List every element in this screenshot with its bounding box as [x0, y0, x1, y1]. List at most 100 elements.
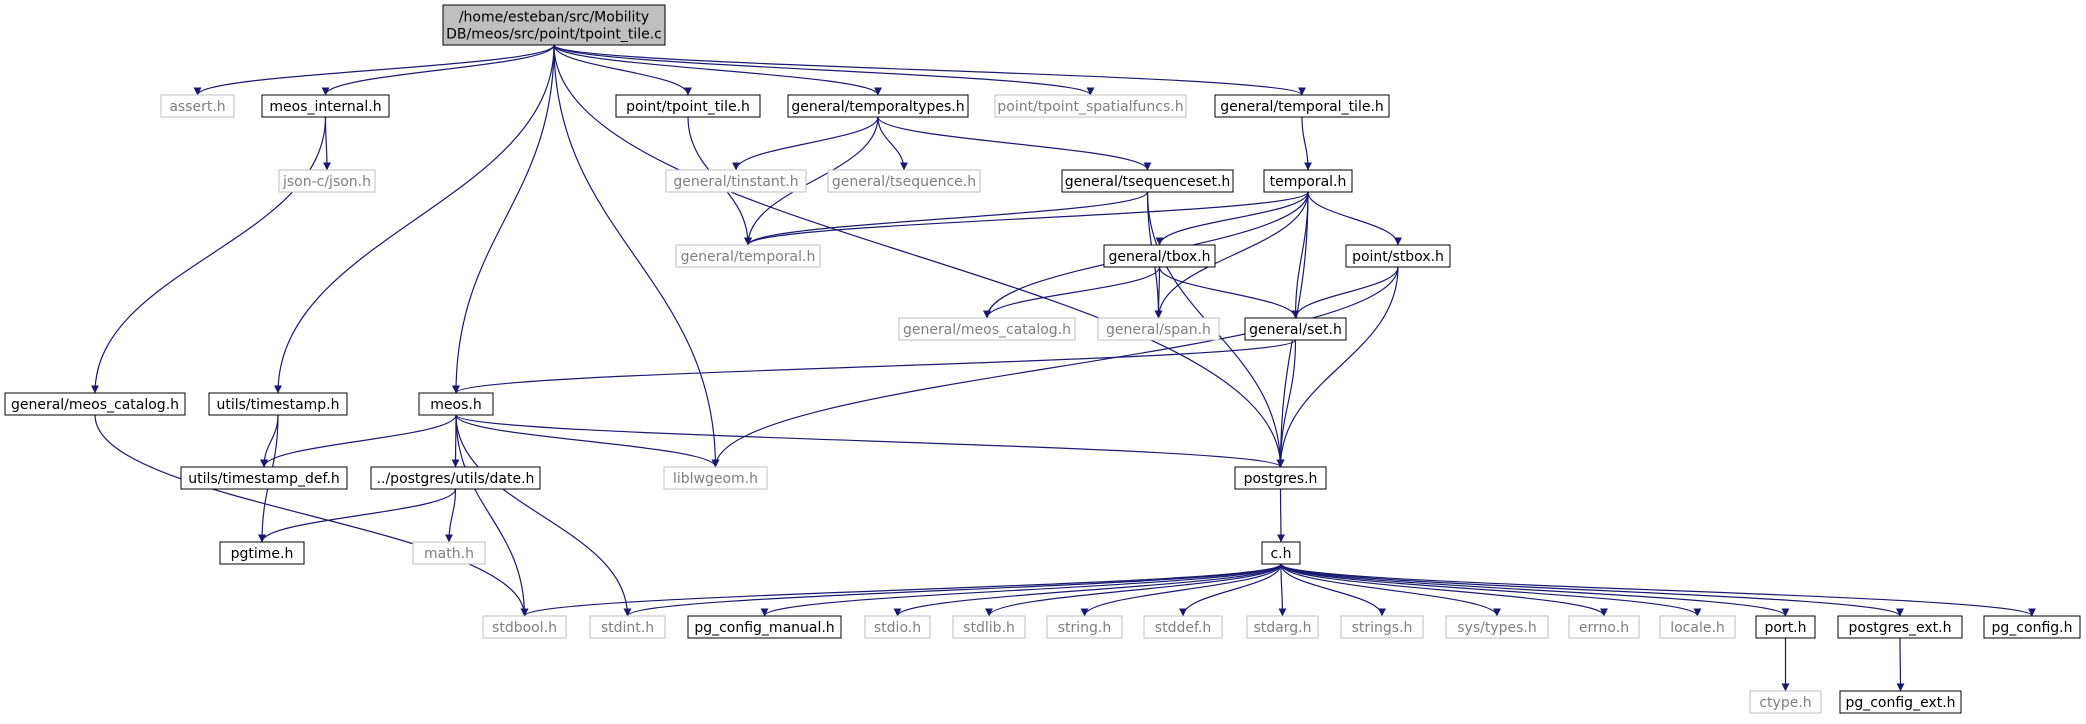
node-label: stddef.h [1155, 620, 1211, 636]
node-box [160, 94, 235, 118]
edge-postgres-ext-h-to-pg-config-ext-h [1896, 637, 1905, 692]
edge-root-to-meos-internal-h [321, 44, 555, 96]
edge-point-stbox-h-to-general-set-h [1291, 266, 1399, 319]
node-box [180, 466, 348, 490]
node-stdlib-h: stdlib.h [952, 615, 1026, 639]
edge-meos-h-to-postgres-h [455, 414, 1285, 468]
edge-c-h-to-stdlib-h [985, 563, 1282, 617]
edge-general-tbox-h-to-general-set-h [1158, 266, 1300, 319]
node-label: pgtime.h [231, 546, 294, 562]
node-box [1143, 615, 1223, 639]
node-utils-timestamp-h[interactable]: utils/timestamp.h [208, 392, 348, 416]
node-label: point/tpoint_spatialfuncs.h [997, 99, 1183, 115]
node-box [1749, 690, 1822, 714]
node-box [898, 317, 1076, 341]
node-box [1261, 541, 1301, 565]
node-box [1234, 466, 1327, 490]
node-box [675, 244, 821, 268]
node-strings-h: strings.h [1340, 615, 1424, 639]
node-general-meos-catalog-h[interactable]: general/meos_catalog.h [4, 392, 186, 416]
node-label: stdbool.h [492, 620, 557, 636]
node-box [589, 615, 666, 639]
node-label: ../postgres/utils/date.h [377, 471, 535, 487]
edge-root-to-meos-h [452, 44, 555, 394]
edge-root-to-liblwgeom-h [553, 44, 720, 468]
node-label: general/span.h [1106, 322, 1211, 338]
node-postgres-h[interactable]: postgres.h [1234, 466, 1327, 490]
node-general-set-h[interactable]: general/set.h [1244, 317, 1347, 341]
edge-c-h-to-errno-h [1280, 563, 1608, 617]
node-box [827, 169, 981, 193]
node-meos-internal-h[interactable]: meos_internal.h [261, 94, 390, 118]
edge-root-to-point-tpoint-spatialfuncs-h [553, 44, 1095, 96]
node-label: DB/meos/src/point/tpoint_tile.c [446, 27, 662, 43]
node-label: pg_config_ext.h [1845, 695, 1955, 711]
edge-temporal-h-to-general-span-h [1154, 191, 1309, 319]
edge-layer [91, 44, 2036, 692]
node-label: liblwgeom.h [673, 471, 758, 487]
node-root[interactable]: /home/esteban/src/MobilityDB/meos/src/po… [442, 4, 666, 46]
node-box [1445, 615, 1549, 639]
edge-c-h-to-string-h [1080, 563, 1282, 617]
node-label: general/tsequence.h [832, 174, 976, 190]
node-utils-timestamp-def-h[interactable]: utils/timestamp_def.h [180, 466, 348, 490]
node-postgres-ext-h[interactable]: postgres_ext.h [1837, 615, 1963, 639]
node-pgtime-h[interactable]: pgtime.h [219, 541, 305, 565]
node-assert-h: assert.h [160, 94, 235, 118]
edge-temporal-h-to-general-tbox-h [1155, 191, 1309, 246]
node-box [1755, 615, 1816, 639]
node-point-tpoint-tile-h[interactable]: point/tpoint_tile.h [615, 94, 761, 118]
edge-meos-h-to-utils-timestamp-def-h [260, 414, 457, 468]
node-label: sys/types.h [1457, 620, 1536, 636]
node-pg-config-h[interactable]: pg_config.h [1983, 615, 2081, 639]
node-box [994, 94, 1187, 118]
node-sys-types-h: sys/types.h [1445, 615, 1549, 639]
edge-general-set-h-to-meos-h [452, 339, 1297, 394]
edge-root-to-general-temporal-tile-h [553, 44, 1306, 96]
edge-c-h-to-stdbool-h [520, 563, 1282, 617]
node-box [1061, 169, 1234, 193]
node-box [1097, 317, 1220, 341]
node-pg-config-manual-h[interactable]: pg_config_manual.h [687, 615, 842, 639]
node-point-tpoint-spatialfuncs-h: point/tpoint_spatialfuncs.h [994, 94, 1187, 118]
edge-general-temporaltypes-h-to-general-tsequenceset-h [877, 116, 1152, 171]
node-temporal-h[interactable]: temporal.h [1263, 169, 1353, 193]
edge-c-h-to-stdio-h [893, 563, 1282, 617]
node-label: stdint.h [601, 620, 654, 636]
node-layer: /home/esteban/src/MobilityDB/meos/src/po… [4, 4, 2081, 714]
edge-root-to-postgres-h [553, 44, 1285, 468]
edge-general-tbox-h-to-general-meos-catalog-h-ext [983, 266, 1161, 319]
node-general-meos-catalog-h-ext: general/meos_catalog.h [898, 317, 1076, 341]
node-box [1046, 615, 1123, 639]
node-box [4, 392, 186, 416]
node-port-h[interactable]: port.h [1755, 615, 1816, 639]
node-label: meos.h [430, 397, 481, 413]
edge-root-to-point-tpoint-tile-h [553, 44, 692, 96]
node-label: general/temporal_tile.h [1220, 99, 1384, 115]
node-locale-h: locale.h [1659, 615, 1736, 639]
node-box [787, 94, 969, 118]
node-label: general/tsequenceset.h [1065, 174, 1231, 190]
node-box [1103, 244, 1216, 268]
node-box [1214, 94, 1390, 118]
node-point-stbox-h[interactable]: point/stbox.h [1345, 244, 1451, 268]
node-general-temporal-tile-h[interactable]: general/temporal_tile.h [1214, 94, 1390, 118]
node-meos-h[interactable]: meos.h [418, 392, 494, 416]
node-label: temporal.h [1270, 174, 1347, 190]
node-general-tinstant-h: general/tinstant.h [665, 169, 807, 193]
node-box [278, 169, 376, 193]
node-general-tsequenceset-h[interactable]: general/tsequenceset.h [1061, 169, 1234, 193]
node-box [864, 615, 931, 639]
node-label: general/temporaltypes.h [791, 99, 964, 115]
node-general-temporaltypes-h[interactable]: general/temporaltypes.h [787, 94, 969, 118]
node-c-h[interactable]: c.h [1261, 541, 1301, 565]
node-liblwgeom-h: liblwgeom.h [663, 466, 768, 490]
node-general-tbox-h[interactable]: general/tbox.h [1103, 244, 1216, 268]
edge-c-h-to-stdint-h [623, 563, 1282, 617]
node-general-span-h: general/span.h [1097, 317, 1220, 341]
node-box [1837, 615, 1963, 639]
node-postgres-utils-date-h[interactable]: ../postgres/utils/date.h [370, 466, 541, 490]
node-box [219, 541, 305, 565]
edge-general-set-h-to-postgres-h [1276, 339, 1297, 468]
node-pg-config-ext-h[interactable]: pg_config_ext.h [1839, 690, 1962, 714]
